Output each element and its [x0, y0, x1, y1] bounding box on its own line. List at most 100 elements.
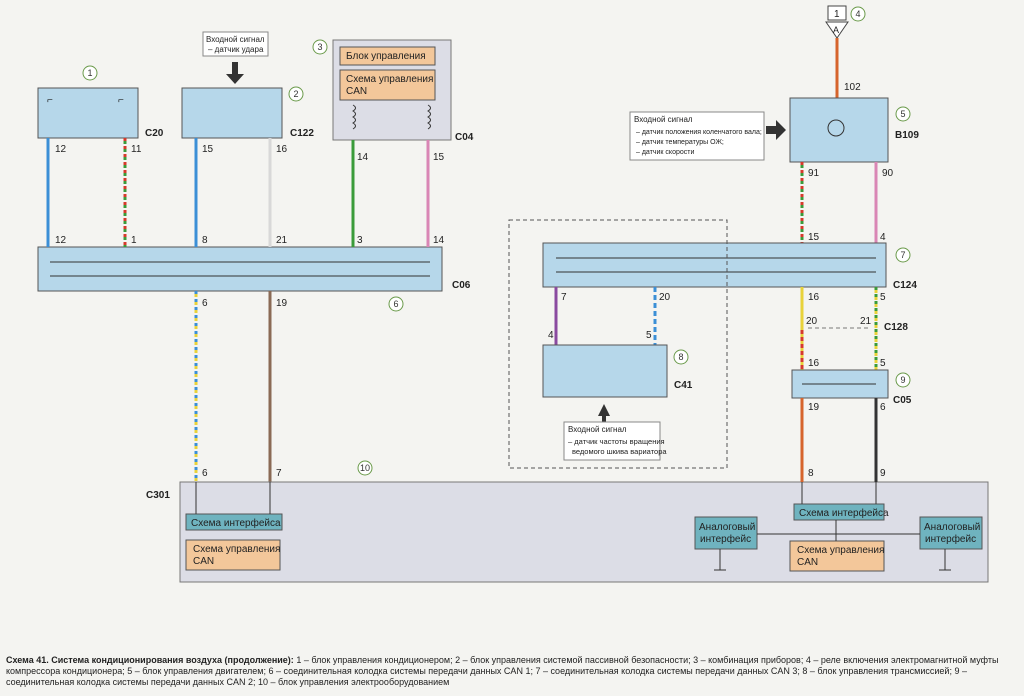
arrow-down-icon — [226, 62, 244, 84]
pin-number: 15 — [808, 232, 820, 243]
pin-number: 16 — [808, 358, 820, 369]
marker-2: 2 — [288, 86, 304, 102]
interface-label-right: Схема интерфейса — [799, 507, 889, 519]
marker-4: 4 — [850, 6, 866, 22]
terminal-triangle-icon — [825, 21, 849, 39]
input-signal-line: – датчик скорости — [636, 149, 694, 156]
pin-number: 8 — [202, 235, 208, 246]
analog-interface-left — [694, 516, 758, 550]
caption-text: 1 – блок управления кондиционером; 2 – б… — [6, 655, 999, 687]
can-control-box-3 — [339, 69, 436, 101]
analog-label-right: Аналоговый — [924, 522, 980, 533]
svg-text:6: 6 — [393, 299, 398, 309]
svg-text:8: 8 — [678, 352, 683, 362]
module-5-box — [789, 97, 889, 163]
marker-6: 6 — [388, 296, 404, 312]
module-1-box — [37, 87, 139, 139]
pin-number: 102 — [844, 82, 861, 93]
analog-interface-right — [919, 516, 983, 550]
pin-number: 19 — [276, 298, 288, 309]
arrow-up-icon — [598, 404, 610, 422]
svg-text:3: 3 — [317, 42, 322, 52]
input-signal-line: – датчик температуры ОЖ; — [636, 139, 724, 146]
pin-number: 14 — [357, 152, 369, 163]
can-coil-icon: ⌐ — [47, 95, 53, 106]
pin-number: 19 — [808, 402, 820, 413]
pin-number: 9 — [880, 468, 886, 479]
pin-number: 1 — [131, 235, 137, 246]
can-control-label-right-b: CAN — [797, 557, 818, 568]
caption-title: Схема 41. Система кондиционирования возд… — [6, 655, 294, 665]
pin-number: 5 — [646, 330, 652, 341]
terminal-letter: A — [833, 25, 839, 35]
svg-text:7: 7 — [900, 250, 905, 260]
diagram-canvas: C20 1 ⌐ ⌐ C122 2 Входной сигнал – датчик… — [37, 5, 989, 583]
input-signal-line: ведомого шкива вариатора — [572, 447, 667, 456]
label-c20: C20 — [145, 128, 164, 139]
input-signal-shock: – датчик удара — [208, 45, 264, 54]
pin-number: 12 — [55, 144, 67, 155]
svg-text:2: 2 — [293, 89, 298, 99]
pin-number: 14 — [433, 235, 445, 246]
marker-8: 8 — [673, 349, 689, 365]
can-control-label-3: Схема управления — [346, 74, 433, 85]
pin-number: 6 — [880, 402, 886, 413]
pin-number: 4 — [880, 232, 886, 243]
figure-caption: Схема 41. Система кондиционирования возд… — [6, 655, 1018, 688]
pin-number: 15 — [202, 144, 214, 155]
input-signal-title: Входной сигнал — [206, 35, 265, 44]
analog-label-left: Аналоговый — [699, 522, 755, 533]
pin-number: 8 — [808, 468, 814, 479]
input-signal-c41-box — [563, 421, 661, 461]
marker-1: 1 — [82, 65, 98, 81]
pin-number: 16 — [276, 144, 288, 155]
pin-number: 4 — [548, 330, 554, 341]
can-control-label-left: Схема управления — [193, 544, 280, 555]
pin-number: 11 — [131, 144, 142, 155]
terminal-number: 1 — [834, 9, 840, 20]
control-unit-box — [339, 46, 436, 66]
interface-box-right — [793, 503, 885, 521]
label-c05: C05 — [893, 395, 912, 406]
terminal-box — [827, 5, 847, 21]
input-signal-title: Входной сигнал — [634, 115, 693, 124]
input-signal-line: – датчик частоты вращения — [568, 437, 665, 446]
pin-number: 21 — [276, 235, 288, 246]
pin-number: 6 — [202, 468, 208, 479]
pin-number: 15 — [433, 152, 445, 163]
marker-9: 9 — [895, 372, 911, 388]
pin-number: 16 — [808, 292, 820, 303]
label-b109: B109 — [895, 130, 919, 141]
pin-number: 7 — [276, 468, 282, 479]
transistor-icon — [827, 119, 845, 137]
pin-number: 20 — [806, 316, 818, 327]
c124-connector — [542, 242, 887, 288]
can-control-label-left-b: CAN — [193, 556, 214, 567]
label-c124: C124 — [893, 280, 917, 291]
interface-label-left: Схема интерфейса — [191, 517, 281, 529]
pin-number: 5 — [880, 358, 886, 369]
label-c301: C301 — [146, 490, 170, 501]
input-signal-title: Входной сигнал — [568, 425, 627, 434]
svg-text:9: 9 — [900, 375, 905, 385]
input-signal-line: – датчик положения коленчатого вала; — [636, 129, 762, 136]
marker-10: 10 — [357, 460, 373, 476]
can-control-label-3b: CAN — [346, 86, 367, 97]
svg-text:10: 10 — [360, 463, 370, 473]
pin-number: 5 — [880, 292, 886, 303]
pin-number: 90 — [882, 168, 894, 179]
label-c06: C06 — [452, 280, 471, 291]
can-control-box-right — [789, 540, 885, 572]
interface-box-left — [185, 513, 283, 531]
pin-number: 91 — [808, 168, 820, 179]
svg-text:4: 4 — [855, 9, 860, 19]
svg-text:5: 5 — [900, 109, 905, 119]
pin-number: 21 — [860, 316, 872, 327]
marker-3: 3 — [312, 39, 328, 55]
label-c41: C41 — [674, 380, 693, 391]
module-2-box — [181, 87, 283, 139]
pin-number: 20 — [659, 292, 671, 303]
pin-number: 7 — [561, 292, 567, 303]
analog-label-right-b: интерфейс — [925, 533, 976, 545]
